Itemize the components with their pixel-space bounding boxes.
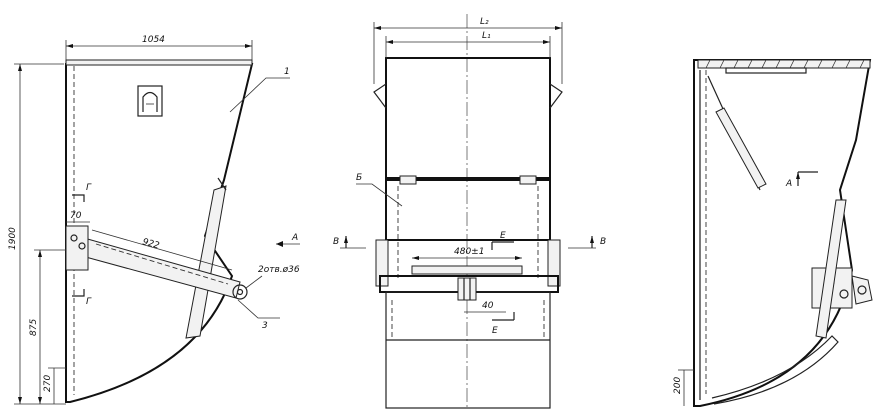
left-bracket [375, 239, 389, 287]
leader-1: 1 [284, 67, 290, 77]
section-e-bottom: Е [492, 326, 498, 336]
right-bracket [547, 239, 561, 287]
dim-small: 70 [70, 211, 82, 221]
view-mark-a-left: А [291, 233, 298, 243]
dim-arm: 922 [141, 237, 160, 251]
inner-plate [715, 107, 767, 189]
support-strut [185, 177, 227, 339]
arm-pin-hole [232, 284, 248, 300]
lifting-loop [137, 85, 163, 117]
middle-band [385, 179, 551, 241]
top-rim [65, 59, 253, 66]
leader-3: 3 [262, 321, 268, 331]
curved-liner [711, 335, 839, 405]
dim-bottom-right: 200 [673, 377, 683, 394]
section-b-right: В [600, 237, 606, 247]
section-view: А 200 [673, 59, 873, 407]
left-handle [373, 83, 387, 109]
dim-width: 1054 [142, 35, 165, 45]
hopper-body-outline [65, 63, 254, 403]
section-mark-g-bottom: Г [86, 297, 92, 307]
upper-body [385, 57, 551, 179]
dim-hinge-height: 875 [29, 319, 39, 336]
center-plate [411, 265, 523, 275]
dim-bottom: 270 [43, 375, 53, 392]
section-b-left: В [333, 237, 339, 247]
pivot-arm [81, 237, 248, 300]
dim-height: 1900 [8, 227, 18, 250]
section-mark-g-top: Г [86, 183, 92, 193]
hinge-bracket [65, 225, 89, 271]
dim-inner-width: L₁ [482, 31, 491, 41]
section-support [815, 199, 847, 339]
dim-gap: 480±1 [454, 247, 484, 257]
dim-small-mid: 40 [482, 301, 494, 311]
view-mark-a-right: А [785, 179, 792, 189]
right-handle [549, 83, 563, 109]
label-b: Б [356, 173, 362, 183]
side-view: Г Г А 1054 1900 875 270 70 [8, 35, 300, 405]
hole-note: 2отв.ø36 [258, 265, 300, 275]
section-e-top: Е [500, 231, 506, 241]
front-view: L₂ L₁ Б В В Е 480±1 40 [333, 14, 606, 409]
dim-outer-width: L₂ [480, 17, 489, 27]
